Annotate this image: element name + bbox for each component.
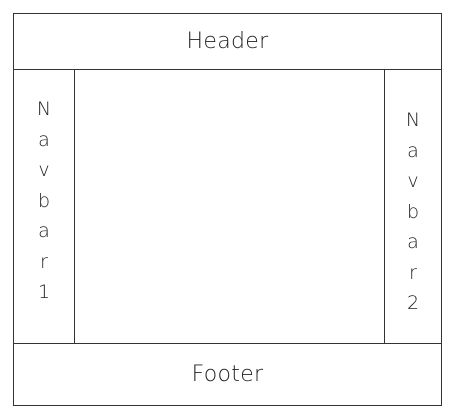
footer-label: Footer <box>191 362 264 387</box>
navbar-1-letter: N <box>36 98 52 120</box>
navbar-2-letter: b <box>406 200 420 223</box>
navbar-2-letter: r <box>409 261 417 284</box>
navbar-2-letter: v <box>407 170 419 192</box>
navbar-1-box: N a v b a r 1 <box>13 69 75 344</box>
navbar-1-letter: b <box>37 189 51 212</box>
navbar-2-letter: 2 <box>406 292 420 314</box>
header-label: Header <box>186 29 269 54</box>
navbar-1-letter: v <box>38 159 50 181</box>
navbar-2-box: N a v b a r 2 <box>384 69 442 344</box>
navbar-1-letter: a <box>38 220 50 242</box>
navbar-2-letter: a <box>407 139 419 162</box>
navbar-1-letter: a <box>38 128 50 151</box>
navbar-1-letter: 1 <box>37 281 51 303</box>
footer-box: Footer <box>13 343 442 406</box>
navbar-2-letter: a <box>407 231 419 253</box>
navbar-2-letter: N <box>405 109 421 131</box>
navbar-1-letter: r <box>40 250 48 273</box>
header-box: Header <box>13 13 442 70</box>
